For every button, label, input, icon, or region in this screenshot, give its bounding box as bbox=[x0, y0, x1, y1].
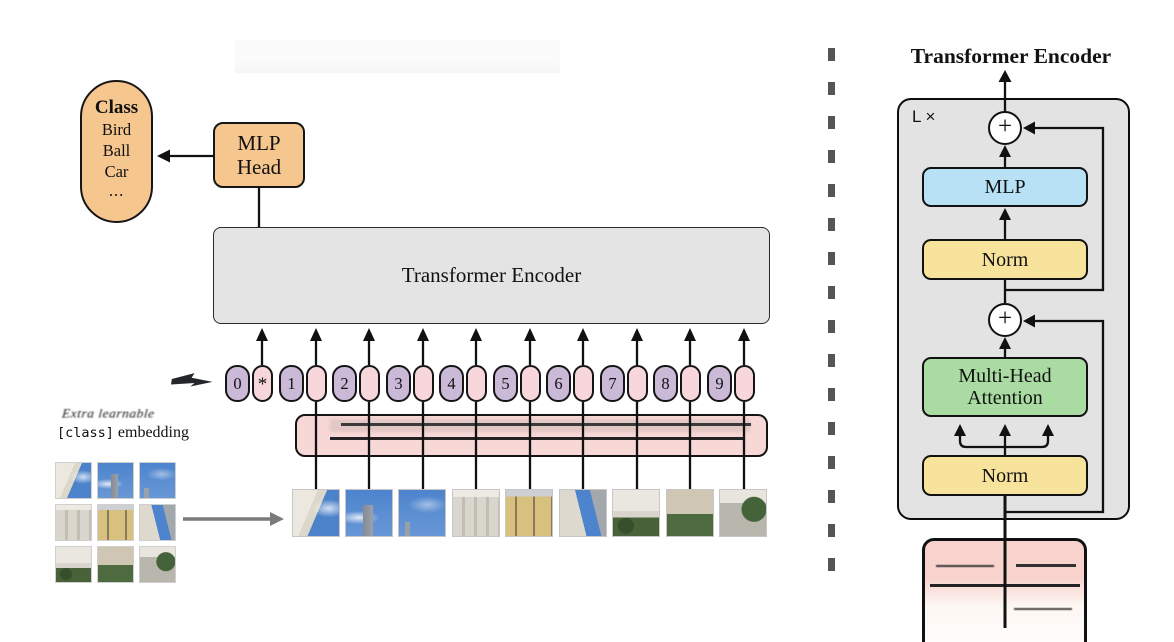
patch-embedding-token bbox=[627, 365, 648, 402]
scribble-line bbox=[341, 423, 751, 426]
source-image-cell bbox=[55, 546, 92, 583]
token-pair: 6 bbox=[546, 365, 594, 402]
source-image-cell bbox=[139, 546, 176, 583]
patch-thumbnail bbox=[612, 489, 660, 537]
token-pair: 8 bbox=[653, 365, 701, 402]
token-pair: 9 bbox=[707, 365, 755, 402]
norm-block-bottom: Norm bbox=[922, 455, 1088, 496]
position-token: 8 bbox=[653, 365, 678, 402]
class-item: Car bbox=[104, 162, 129, 181]
scribble-line bbox=[1016, 564, 1076, 567]
attention-label-line1: Multi-Head bbox=[958, 365, 1052, 387]
scribble-line bbox=[1014, 608, 1072, 610]
mlp-head-label-line1: MLP bbox=[237, 131, 281, 155]
residual-add-circle-bottom: + bbox=[988, 303, 1022, 337]
patch-embedding-token bbox=[734, 365, 755, 402]
scribble-line bbox=[930, 584, 1080, 587]
class-output-box: Class Bird Ball Car ... bbox=[80, 80, 153, 223]
class-token-code: [class] bbox=[57, 425, 114, 441]
class-title: Class bbox=[94, 97, 139, 118]
patch-thumbnail bbox=[452, 489, 500, 537]
token-pair: 4 bbox=[439, 365, 487, 402]
plus-icon: + bbox=[997, 305, 1013, 332]
multi-head-attention-block: Multi-Head Attention bbox=[922, 357, 1088, 417]
patch-embedding-token bbox=[520, 365, 541, 402]
attention-label-line2: Attention bbox=[967, 387, 1043, 409]
norm-block-label: Norm bbox=[981, 464, 1029, 487]
erased-title-area bbox=[235, 40, 560, 73]
token-pair: 3 bbox=[386, 365, 434, 402]
layer-repeat-label: L × bbox=[912, 107, 936, 126]
mlp-head-label-line2: Head bbox=[236, 155, 282, 179]
patch-thumbnail bbox=[559, 489, 607, 537]
plus-icon: + bbox=[997, 113, 1013, 140]
position-token: 2 bbox=[332, 365, 357, 402]
encoder-detail-title: Transformer Encoder bbox=[910, 44, 1112, 68]
position-token: 9 bbox=[707, 365, 732, 402]
embedded-patches-box bbox=[922, 538, 1087, 642]
transformer-encoder-box: Transformer Encoder bbox=[213, 227, 770, 324]
patch-embedding-token bbox=[306, 365, 327, 402]
source-image-cell bbox=[97, 546, 134, 583]
class-embedding-token: * bbox=[252, 365, 273, 402]
patch-thumbnail bbox=[292, 489, 340, 537]
patch-embedding-token bbox=[466, 365, 487, 402]
patch-thumbnail bbox=[666, 489, 714, 537]
source-image-cell bbox=[97, 462, 134, 499]
scribble-line bbox=[330, 437, 744, 440]
class-item: Bird bbox=[101, 120, 132, 139]
transformer-encoder-label: Transformer Encoder bbox=[401, 263, 582, 287]
token-pair: 7 bbox=[600, 365, 648, 402]
token-pair: 0 * bbox=[225, 365, 273, 402]
source-image-cell bbox=[55, 462, 92, 499]
norm-block-top: Norm bbox=[922, 239, 1088, 280]
patch-embedding-token bbox=[680, 365, 701, 402]
residual-add-circle-top: + bbox=[988, 111, 1022, 145]
patch-thumbnail bbox=[505, 489, 553, 537]
mlp-head-box: MLP Head bbox=[213, 122, 305, 188]
position-token: 1 bbox=[279, 365, 304, 402]
source-image-cell bbox=[139, 462, 176, 499]
patch-thumbnail bbox=[719, 489, 767, 537]
patch-embedding-token bbox=[359, 365, 380, 402]
token-pair: 5 bbox=[493, 365, 541, 402]
token-pair: 2 bbox=[332, 365, 380, 402]
class-embedding-note: [class] embedding bbox=[57, 424, 189, 442]
position-token: 7 bbox=[600, 365, 625, 402]
patch-thumbnail bbox=[345, 489, 393, 537]
class-ellipsis: ... bbox=[108, 181, 125, 200]
patch-embedding-token bbox=[573, 365, 594, 402]
position-token: 6 bbox=[546, 365, 571, 402]
source-image-cell bbox=[139, 504, 176, 541]
source-image-cell bbox=[97, 504, 134, 541]
patch-embedding-token bbox=[413, 365, 434, 402]
panel-divider bbox=[828, 48, 835, 585]
source-image-cell bbox=[55, 504, 92, 541]
position-token: 3 bbox=[386, 365, 411, 402]
position-token: 0 bbox=[225, 365, 250, 402]
extra-learnable-note: Extra learnable bbox=[61, 406, 156, 421]
mlp-block: MLP bbox=[922, 167, 1088, 207]
token-pair: 1 bbox=[279, 365, 327, 402]
class-item: Ball bbox=[102, 141, 131, 160]
embedding-arrow-marker bbox=[171, 373, 213, 387]
embedding-note-rest: embedding bbox=[113, 424, 189, 441]
position-token: 4 bbox=[439, 365, 464, 402]
patch-thumbnail bbox=[398, 489, 446, 537]
scrubbed-label-smudge bbox=[330, 419, 750, 432]
norm-block-label: Norm bbox=[981, 248, 1029, 271]
mlp-block-label: MLP bbox=[984, 176, 1026, 198]
position-token: 5 bbox=[493, 365, 518, 402]
scribble-line bbox=[936, 565, 994, 567]
